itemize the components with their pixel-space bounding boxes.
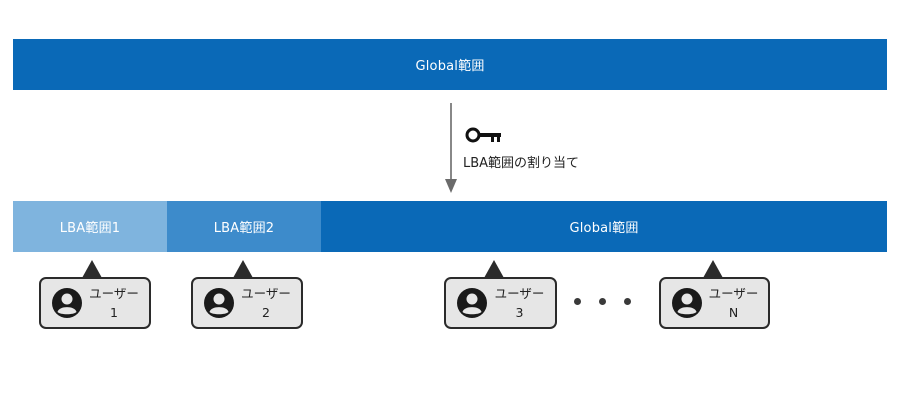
global-range-bar: Global範囲 bbox=[13, 39, 887, 90]
user-avatar-icon bbox=[52, 288, 82, 318]
user-label: ユーザー 1 bbox=[85, 284, 143, 322]
user-label: ユーザー 2 bbox=[237, 284, 295, 322]
user-title: ユーザー bbox=[708, 286, 759, 301]
user-avatar-icon bbox=[457, 288, 487, 318]
key-icon bbox=[465, 127, 501, 143]
user-avatar-icon bbox=[204, 288, 234, 318]
user-card-n: ユーザー N bbox=[659, 260, 770, 329]
user-card-pointer bbox=[82, 260, 102, 278]
lba-range-1-segment: LBA範囲1 bbox=[13, 201, 167, 252]
lba-range-2-label: LBA範囲2 bbox=[213, 221, 275, 236]
ellipsis-dots bbox=[574, 298, 631, 305]
user-id: 1 bbox=[110, 305, 118, 320]
global-range-label: Global範囲 bbox=[415, 59, 485, 74]
user-card-3: ユーザー 3 bbox=[444, 260, 557, 329]
user-id: N bbox=[728, 305, 739, 320]
user-card-pointer bbox=[703, 260, 723, 278]
global-range-segment: Global範囲 bbox=[321, 201, 887, 252]
user-card-pointer bbox=[233, 260, 253, 278]
down-arrow-icon bbox=[445, 103, 457, 193]
lba-range-1-label: LBA範囲1 bbox=[59, 221, 121, 236]
user-avatar-icon bbox=[672, 288, 702, 318]
assignment-label: LBA範囲の割り当て bbox=[463, 156, 580, 171]
dot bbox=[574, 298, 581, 305]
user-card-1: ユーザー 1 bbox=[39, 260, 151, 329]
user-card-pointer bbox=[484, 260, 504, 278]
dot bbox=[624, 298, 631, 305]
user-label: ユーザー 3 bbox=[490, 284, 549, 322]
user-id: 2 bbox=[262, 305, 270, 320]
global-range-segment-label: Global範囲 bbox=[569, 221, 639, 236]
user-label: ユーザー N bbox=[705, 284, 762, 322]
user-title: ユーザー bbox=[494, 286, 545, 301]
user-title: ユーザー bbox=[89, 286, 139, 301]
user-id: 3 bbox=[515, 305, 524, 320]
lba-range-2-segment: LBA範囲2 bbox=[167, 201, 321, 252]
user-card-2: ユーザー 2 bbox=[191, 260, 303, 329]
dot bbox=[599, 298, 606, 305]
user-title: ユーザー bbox=[241, 286, 291, 301]
